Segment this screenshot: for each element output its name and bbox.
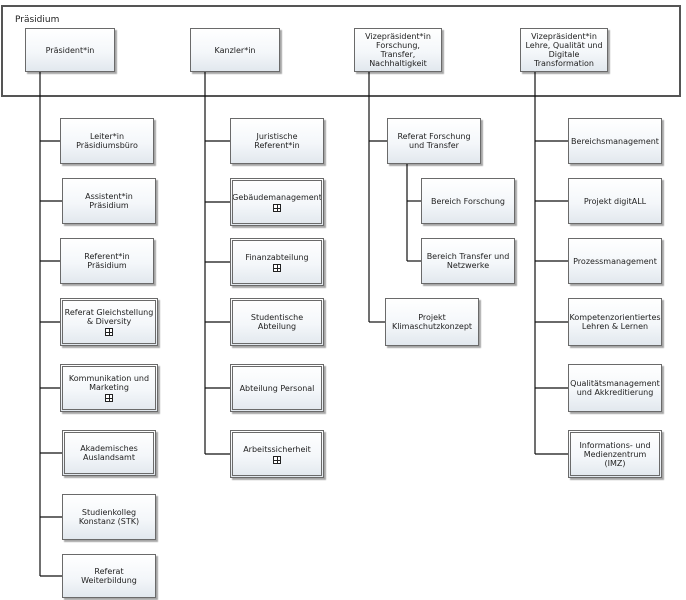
node-ref_forschung: Referat Forschung und Transfer — [387, 118, 481, 164]
node-qualitaet: Qualitätsmanagement und Akkreditierung — [568, 364, 662, 412]
node-leiter_buero: Leiter*in Präsidiumsbüro — [60, 118, 154, 164]
praesidium-frame: Präsidium — [1, 5, 681, 97]
node-bereich_forschung: Bereich Forschung — [421, 178, 515, 224]
node-label: Vizepräsident*in Lehre, Qualität und Dig… — [525, 32, 603, 68]
node-label: Assistent*in Präsidium — [85, 192, 133, 210]
node-label: Referat Forschung und Transfer — [397, 132, 471, 150]
node-label: Studentische Abteilung — [250, 313, 304, 331]
node-gebaeude[interactable]: Gebäudemanagement — [230, 178, 324, 226]
node-weiterbildung: Referat Weiterbildung — [62, 554, 156, 598]
node-studentisch: Studentische Abteilung — [230, 298, 324, 346]
node-kanzler: Kanzler*in — [190, 28, 280, 72]
expand-plus-icon[interactable] — [273, 263, 281, 272]
node-gleichstellung[interactable]: Referat Gleichstellung & Diversity — [60, 298, 158, 346]
node-prozess: Prozessmanagement — [568, 238, 662, 284]
expand-plus-icon[interactable] — [273, 203, 281, 212]
node-juristisch: Juristische Referent*in — [230, 118, 324, 164]
node-label: Informations- und Medienzentrum (IMZ) — [579, 440, 651, 468]
node-label: Kommunikation und Marketing — [68, 374, 150, 392]
node-label: Arbeitssicherheit — [243, 444, 311, 454]
node-vp_forschung: Vizepräsident*in Forschung, Transfer, Na… — [354, 28, 442, 72]
node-studienkolleg: Studienkolleg Konstanz (STK) — [62, 494, 156, 540]
node-label: Referat Gleichstellung & Diversity — [64, 308, 154, 326]
node-label: Bereichsmanagement — [571, 136, 659, 146]
node-label: Kanzler*in — [214, 45, 256, 55]
node-bereich_transfer: Bereich Transfer und Netzwerke — [421, 238, 515, 284]
node-klimaschutz: Projekt Klimaschutzkonzept — [385, 298, 479, 346]
node-label: Präsident*in — [45, 45, 95, 55]
expand-plus-icon[interactable] — [105, 328, 113, 336]
node-assistent: Assistent*in Präsidium — [62, 178, 156, 224]
node-kommunikation[interactable]: Kommunikation und Marketing — [60, 364, 158, 412]
node-label: Gebäudemanagement — [232, 192, 322, 202]
node-label: Vizepräsident*in Forschung, Transfer, Na… — [365, 32, 431, 68]
node-label: Abteilung Personal — [239, 383, 315, 393]
node-label: Bereich Forschung — [430, 196, 506, 206]
node-label: Leiter*in Präsidiumsbüro — [76, 132, 138, 150]
node-label: Studienkolleg Konstanz (STK) — [78, 508, 140, 526]
praesidium-frame-title: Präsidium — [15, 15, 60, 25]
node-praesident: Präsident*in — [25, 28, 115, 72]
node-label: Akademisches Auslandsamt — [80, 444, 138, 462]
expand-plus-icon[interactable] — [105, 394, 113, 402]
node-personal: Abteilung Personal — [230, 364, 324, 412]
node-referent: Referent*in Präsidium — [60, 238, 154, 284]
node-label: Referat Weiterbildung — [81, 567, 137, 585]
node-finanz[interactable]: Finanzabteilung — [230, 238, 324, 286]
node-vp_lehre: Vizepräsident*in Lehre, Qualität und Dig… — [520, 28, 608, 72]
node-label: Referent*in Präsidium — [84, 252, 130, 270]
node-label: Bereich Transfer und Netzwerke — [426, 252, 510, 270]
node-label: Prozessmanagement — [573, 256, 657, 266]
node-label: Qualitätsmanagement und Akkreditierung — [570, 379, 660, 397]
node-imz: Informations- und Medienzentrum (IMZ) — [568, 430, 662, 478]
node-kompetenz: Kompetenzorientiertes Lehren & Lernen — [568, 298, 662, 346]
node-bereichsmanagement: Bereichsmanagement — [568, 118, 662, 164]
node-auslandsamt: Akademisches Auslandsamt — [62, 430, 156, 476]
expand-plus-icon[interactable] — [273, 455, 281, 464]
node-label: Projekt digitALL — [583, 196, 647, 206]
node-label: Kompetenzorientiertes Lehren & Lernen — [569, 313, 661, 331]
node-label: Finanzabteilung — [245, 252, 309, 262]
node-label: Projekt Klimaschutzkonzept — [391, 313, 473, 331]
node-digitall: Projekt digitALL — [568, 178, 662, 224]
node-arbeitssicherheit[interactable]: Arbeitssicherheit — [230, 430, 324, 478]
node-label: Juristische Referent*in — [254, 132, 300, 150]
